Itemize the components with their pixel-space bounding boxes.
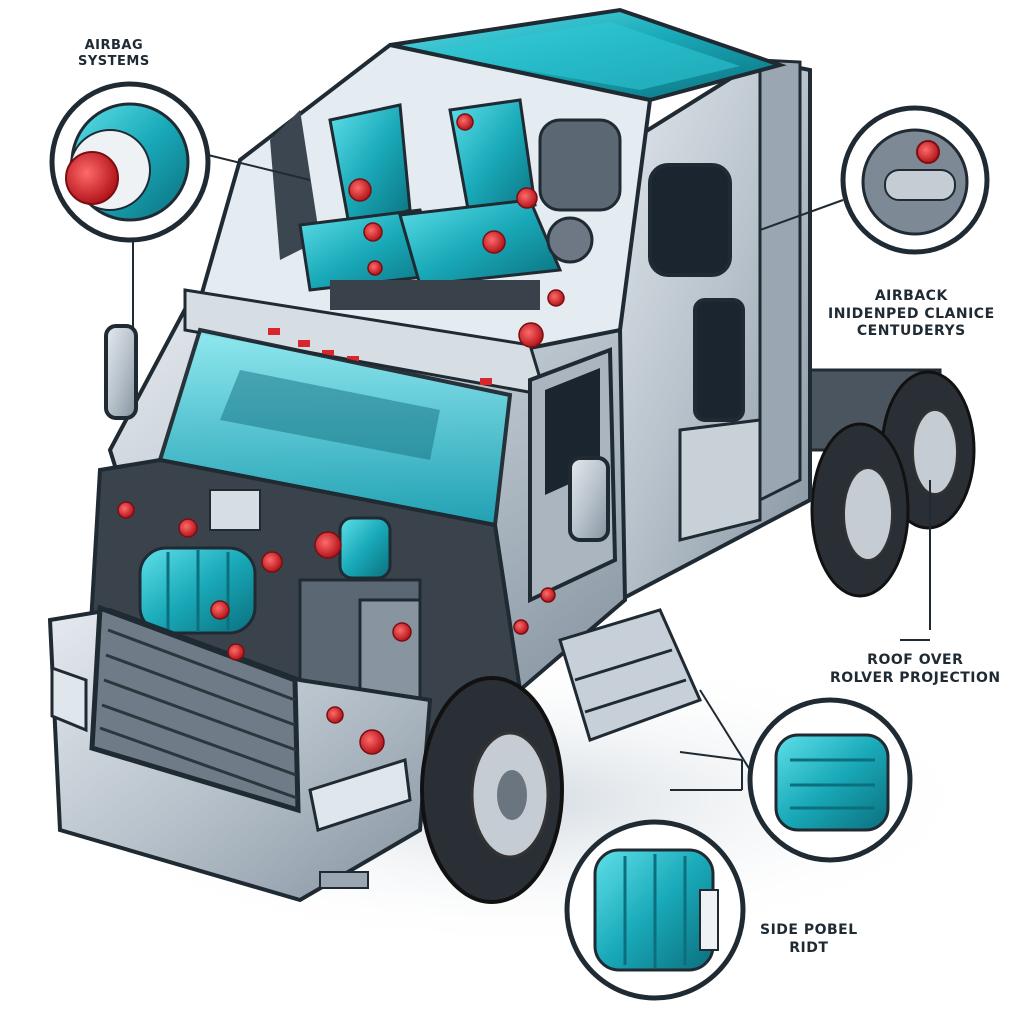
- front-tire: [420, 676, 564, 904]
- sensor-marker: [314, 531, 342, 559]
- sensor-marker: [178, 518, 198, 538]
- sensor-marker: [326, 706, 344, 724]
- sensor-marker: [482, 230, 506, 254]
- callout-text: SYSTEMS: [78, 54, 150, 70]
- callout-text: AIRBACK: [874, 288, 948, 304]
- callout-engine-detail: [759, 105, 990, 255]
- callout-label-side: SIDE POBEL RIDT: [760, 922, 858, 957]
- sensor-marker: [392, 622, 412, 642]
- sensor-marker: [348, 178, 372, 202]
- sensor-marker: [540, 587, 556, 603]
- callout-text: SIDE POBEL: [760, 922, 858, 938]
- cushion-block-icon: [774, 733, 890, 832]
- sensor-marker: [359, 729, 385, 755]
- sensor-marker: [261, 551, 283, 573]
- sensor-marker: [518, 322, 544, 348]
- sensor-markers: [117, 113, 565, 755]
- front-end: [47, 604, 433, 903]
- sensor-marker: [117, 501, 135, 519]
- callout-roof-over: [699, 480, 931, 863]
- callout-label-roof-over: ROOF OVER ROLVER PROJECTION: [830, 652, 1001, 687]
- sensor-marker: [513, 619, 529, 635]
- callout-airbag-systems: [49, 81, 311, 330]
- callout-text: INIDENPED CLANICE: [828, 305, 995, 322]
- sensor-marker: [210, 600, 230, 620]
- sensor-marker: [363, 222, 383, 242]
- sensor-marker: [516, 187, 538, 209]
- callout-side-cushion: [564, 751, 746, 1001]
- sensor-marker: [227, 643, 245, 661]
- callout-text: ROLVER PROJECTION: [830, 669, 1001, 686]
- callout-label-airbag-systems: AIRBAG SYSTEMS: [78, 38, 150, 71]
- right-mirror: [568, 456, 610, 542]
- headlight: [308, 758, 412, 832]
- sensor-marker: [367, 260, 383, 276]
- callout-text: CENTUDERYS: [856, 323, 966, 339]
- callout-text: ROOF OVER: [867, 652, 964, 668]
- cab-interior-cutaway: [197, 42, 653, 363]
- callout-text: RIDT: [789, 939, 829, 956]
- callout-text: AIRBAG: [84, 38, 144, 53]
- sensor-marker: [456, 113, 474, 131]
- sensor-marker: [547, 289, 565, 307]
- left-mirror: [104, 324, 138, 420]
- rear-axle: [798, 368, 976, 598]
- callout-label-independent: AIRBACK INIDENPED CLANICE CENTUDERYS: [828, 288, 995, 341]
